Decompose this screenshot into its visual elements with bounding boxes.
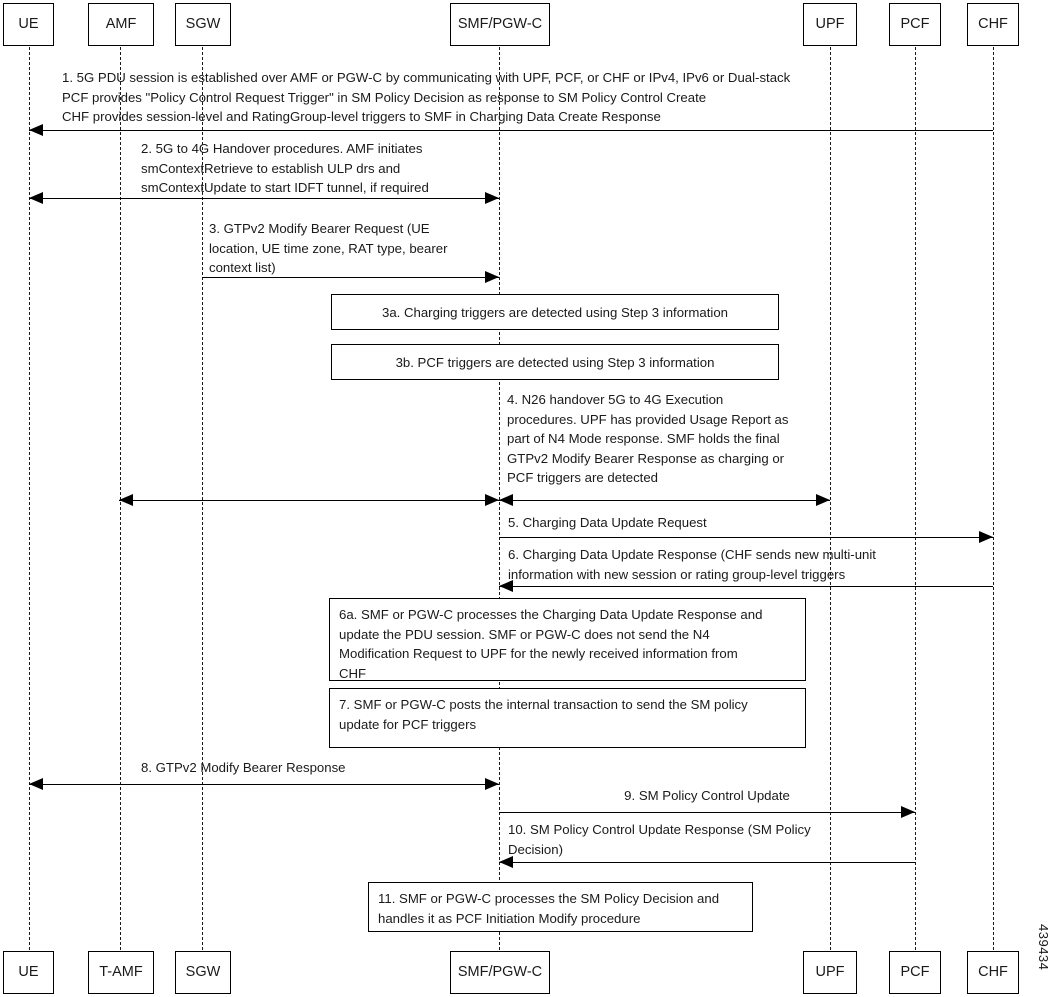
actor-bottom-upf[interactable]: UPF	[803, 951, 857, 994]
arrow-head-right-2	[485, 192, 499, 204]
actor-top-amf[interactable]: AMF	[88, 3, 154, 46]
actor-label: SGW	[185, 16, 221, 33]
actor-bottom-pcf[interactable]: PCF	[889, 951, 941, 994]
actor-bottom-ue[interactable]: UE	[3, 951, 54, 994]
actor-label: UPF	[815, 964, 845, 981]
actor-label: SMF/PGW-C	[457, 16, 543, 33]
actor-top-smf[interactable]: SMF/PGW-C	[450, 3, 550, 46]
actor-label: UE	[18, 964, 39, 981]
actor-label: UPF	[815, 16, 845, 33]
message-label-1: 1. 5G PDU session is established over AM…	[62, 70, 791, 125]
actor-label: SMF/PGW-C	[457, 964, 543, 981]
message-label-8: 8. GTPv2 Modify Bearer Response	[141, 760, 346, 775]
actor-label: T-AMF	[99, 964, 143, 981]
arrow-head-left-10	[499, 856, 513, 868]
arrow-head-right-3	[485, 271, 499, 283]
message-line-2	[29, 198, 499, 199]
actor-bottom-sgw[interactable]: SGW	[175, 951, 231, 994]
actor-label: PCF	[900, 16, 930, 33]
actor-label: PCF	[900, 964, 930, 981]
arrow-head-right-9	[901, 806, 915, 818]
lifeline-upf	[829, 47, 831, 950]
message-label-4: 4. N26 handover 5G to 4G Execution proce…	[507, 392, 789, 486]
arrow-head-right-5	[979, 531, 993, 543]
message-line-10	[499, 862, 915, 863]
actor-top-chf[interactable]: CHF	[967, 3, 1019, 46]
message-line-3	[202, 277, 499, 278]
message-line-5	[499, 537, 993, 538]
note-box-3b: 3b. PCF triggers are detected using Step…	[331, 344, 779, 380]
actor-label: SGW	[185, 964, 221, 981]
message-line-4a	[119, 500, 499, 501]
arrow-head-left-4a	[119, 494, 133, 506]
message-label-6: 6. Charging Data Update Response (CHF se…	[508, 547, 876, 582]
lifeline-chf	[992, 47, 994, 950]
arrow-head-left-8	[29, 778, 43, 790]
arrow-head-right-4a	[485, 494, 499, 506]
actor-bottom-smf[interactable]: SMF/PGW-C	[450, 951, 550, 994]
document-id-label: 439434	[1036, 924, 1051, 971]
actor-label: CHF	[978, 964, 1008, 981]
message-label-3: 3. GTPv2 Modify Bearer Request (UE locat…	[209, 221, 448, 276]
actor-label: AMF	[105, 16, 137, 33]
actor-top-upf[interactable]: UPF	[803, 3, 857, 46]
message-label-5: 5. Charging Data Update Request	[508, 515, 707, 530]
arrow-head-left-1	[29, 124, 43, 136]
message-line-8	[29, 784, 499, 785]
note-box-7: 7. SMF or PGW-C posts the internal trans…	[329, 688, 806, 748]
actor-top-sgw[interactable]: SGW	[175, 3, 231, 46]
message-label-2: 2. 5G to 4G Handover procedures. AMF ini…	[141, 141, 429, 196]
note-box-3a: 3a. Charging triggers are detected using…	[331, 294, 779, 330]
message-line-1	[29, 130, 993, 131]
lifeline-pcf	[914, 47, 916, 950]
actor-bottom-amf[interactable]: T-AMF	[88, 951, 154, 994]
actor-top-ue[interactable]: UE	[3, 3, 54, 46]
lifeline-sgw	[201, 47, 203, 950]
note-box-6a: 6a. SMF or PGW-C processes the Charging …	[329, 598, 806, 681]
note-box-11: 11. SMF or PGW-C processes the SM Policy…	[368, 882, 753, 932]
message-label-9: 9. SM Policy Control Update	[624, 788, 790, 803]
arrow-head-right-8	[485, 778, 499, 790]
actor-top-pcf[interactable]: PCF	[889, 3, 941, 46]
arrow-head-left-6	[499, 580, 513, 592]
arrow-head-left-2	[29, 192, 43, 204]
arrow-head-left-4b	[499, 494, 513, 506]
lifeline-ue	[28, 47, 30, 950]
actor-label: CHF	[978, 16, 1008, 33]
message-line-4b	[499, 500, 830, 501]
message-line-9	[499, 812, 915, 813]
actor-label: UE	[18, 16, 39, 33]
message-line-6	[499, 586, 993, 587]
arrow-head-right-4b	[816, 494, 830, 506]
actor-bottom-chf[interactable]: CHF	[967, 951, 1019, 994]
message-label-10: 10. SM Policy Control Update Response (S…	[508, 822, 811, 857]
